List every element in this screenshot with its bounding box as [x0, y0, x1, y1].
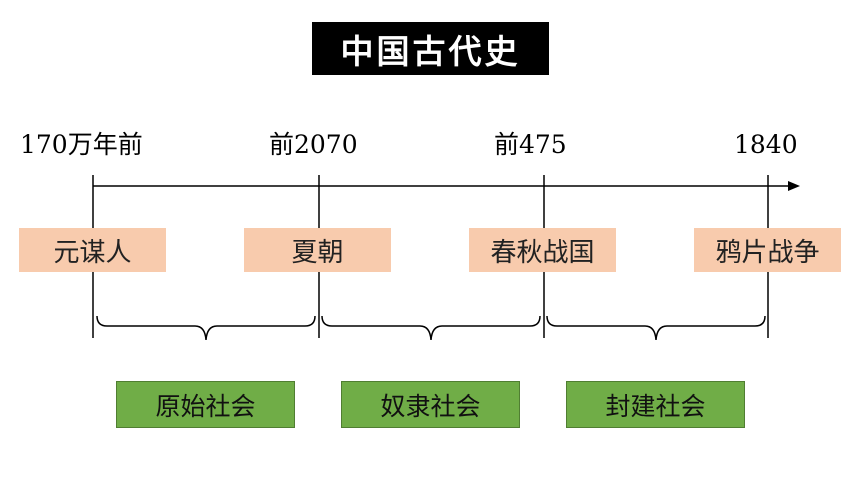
event-spring-autumn-warring-states: 春秋战国: [469, 228, 616, 272]
tick-label-1840: 1840: [734, 130, 798, 159]
brace-1: [321, 315, 541, 341]
event-xia-dynasty: 夏朝: [244, 228, 391, 272]
event-yuanmou-man: 元谋人: [19, 228, 166, 272]
brace-0: [96, 315, 316, 341]
brace-2: [546, 315, 766, 341]
period-feudal-society: 封建社会: [566, 381, 745, 428]
period-primitive-society: 原始社会: [116, 381, 295, 428]
period-slave-society: 奴隶社会: [341, 381, 520, 428]
timeline-arrow-head: [788, 181, 800, 191]
tick-label-170wan: 170万年前: [20, 130, 143, 159]
tick-label-475bc: 前475: [494, 130, 567, 159]
page-title: 中国古代史: [312, 22, 549, 75]
event-opium-war: 鸦片战争: [694, 228, 841, 272]
tick-label-2070bc: 前2070: [269, 130, 358, 159]
